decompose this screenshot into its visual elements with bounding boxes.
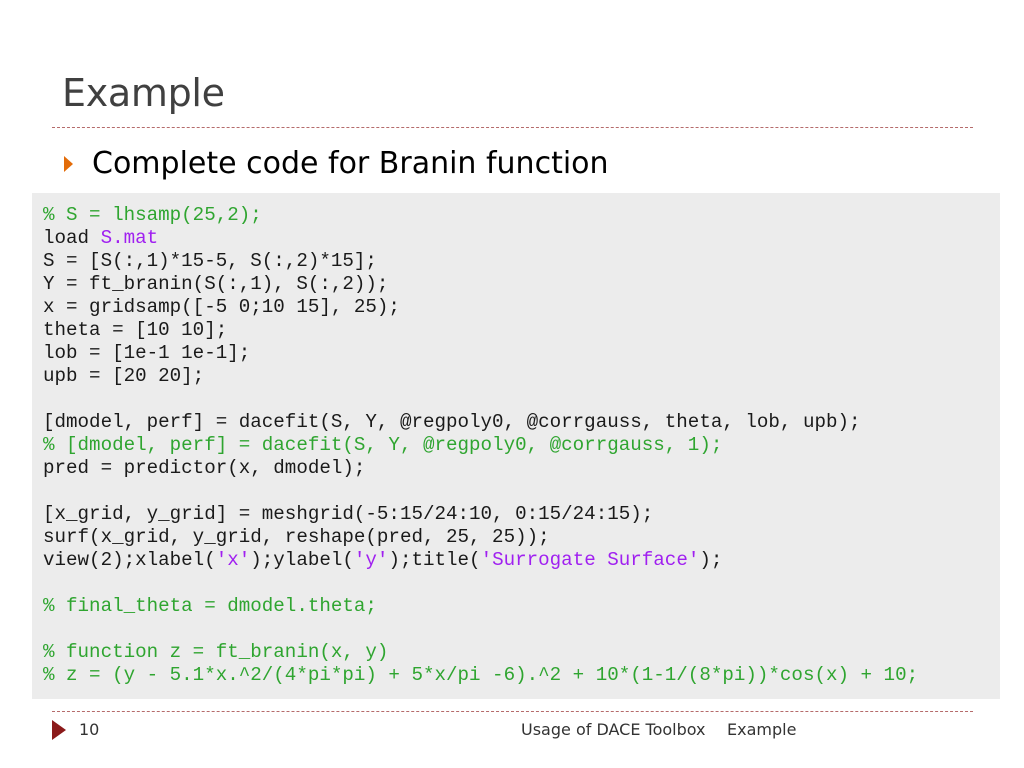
code-text: );ylabel( [250,549,354,571]
code-line [43,618,918,641]
code-string: 'x' [215,549,251,571]
code-line: theta = [10 10]; [43,319,228,341]
footer-title: Usage of DACE Toolbox [521,720,706,739]
page-number: 10 [79,720,100,739]
code-line: [x_grid, y_grid] = meshgrid(-5:15/24:10,… [43,503,654,525]
code-text: );title( [388,549,481,571]
code-line: S = [S(:,1)*15-5, S(:,2)*15]; [43,250,377,272]
footer-section: Example [727,720,797,739]
code-text: view(2);xlabel( [43,549,216,571]
footer-divider [52,711,973,712]
code-string: S.mat [100,227,159,249]
code-line: % [dmodel, perf] = dacefit(S, Y, @regpol… [43,434,723,456]
code-line: [dmodel, perf] = dacefit(S, Y, @regpoly0… [43,411,861,433]
code-line: x = gridsamp([-5 0;10 15], 25); [43,296,400,318]
code-text: ); [699,549,723,571]
code-line: % z = (y - 5.1*x.^2/(4*pi*pi) + 5*x/pi -… [43,664,919,686]
code-string: 'Surrogate Surface' [480,549,700,571]
code-line [43,480,918,503]
code-line [43,572,918,595]
code-line: upb = [20 20]; [43,365,205,387]
code-line: pred = predictor(x, dmodel); [43,457,366,479]
code-line: % function z = ft_branin(x, y) [43,641,389,663]
title-divider [52,127,973,128]
bullet-text: Complete code for Branin function [92,146,609,181]
code-line: % S = lhsamp(25,2); [43,204,262,226]
bullet-arrow-icon [64,156,73,172]
code-text: load [43,227,101,249]
code-string: 'y' [353,549,389,571]
code-line: % final_theta = dmodel.theta; [43,595,377,617]
footer-arrow-icon [52,720,66,740]
slide-title: Example [62,71,225,115]
code-block-background [32,193,1000,699]
code-line: view(2);xlabel('x');ylabel('y');title('S… [43,549,918,572]
code-line: load S.mat [43,227,918,250]
code-line: surf(x_grid, y_grid, reshape(pred, 25, 2… [43,526,550,548]
code-line: lob = [1e-1 1e-1]; [43,342,251,364]
code-line: Y = ft_branin(S(:,1), S(:,2)); [43,273,389,295]
code-line [43,388,918,411]
